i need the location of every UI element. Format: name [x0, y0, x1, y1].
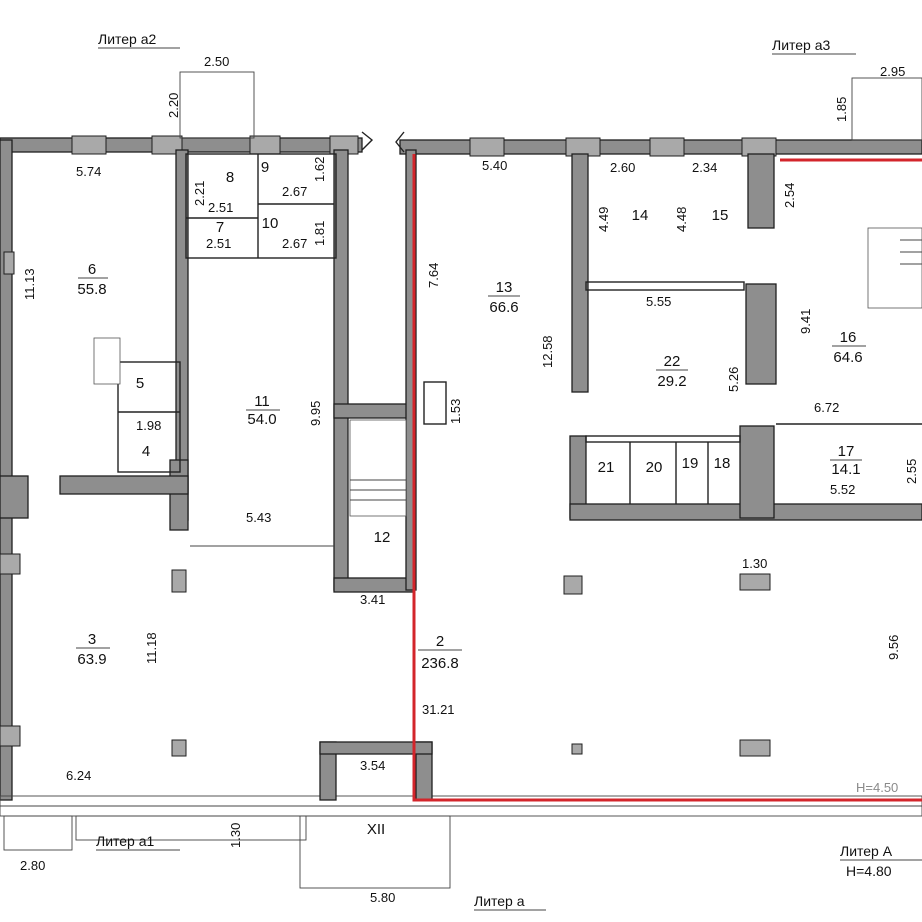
dim-label: 5.80	[370, 890, 395, 905]
wall-15-16-top	[747, 153, 775, 229]
room-area: 54.0	[247, 411, 276, 428]
liter-a2-label: Литер а2	[98, 31, 157, 47]
dim-label: 4.49	[596, 207, 611, 232]
dim-label: 2.20	[166, 93, 181, 118]
dim-label: 1.98	[136, 418, 161, 433]
dim-label: 31.21	[422, 702, 455, 717]
room-area: 66.6	[489, 299, 518, 316]
room-number: 12	[374, 529, 391, 546]
room-number: 5	[136, 375, 144, 392]
dim-label: 2.54	[782, 183, 797, 208]
room-number: 10	[262, 215, 279, 232]
liter-a3-label: Литер а3	[772, 37, 831, 53]
liter-a-label: Литер а	[474, 893, 525, 909]
wall-13-14	[571, 153, 589, 393]
dim-label: 2.51	[206, 236, 231, 251]
room-area: 14.1	[831, 461, 860, 478]
room-number: 8	[226, 169, 234, 186]
dim-label: 1.30	[228, 823, 243, 848]
dimension-labels: 2.50 2.20 5.74 11.13 2.21 2.51 2.67 1.62…	[20, 54, 919, 905]
dim-label: 9.41	[798, 309, 813, 334]
highlight-boundary	[412, 154, 922, 802]
room-area: 64.6	[833, 349, 862, 366]
dim-label: 11.18	[144, 632, 159, 664]
room-number: 9	[261, 159, 269, 176]
room-number: 17	[838, 443, 855, 460]
dim-label: 1.85	[834, 97, 849, 122]
dim-label: 2.34	[692, 160, 717, 175]
dim-label: 1.62	[312, 157, 327, 182]
room-number: 13	[496, 279, 513, 296]
dim-label: 4.48	[674, 207, 689, 232]
room-number: 4	[142, 443, 150, 460]
dim-label: 2.67	[282, 184, 307, 199]
dim-label: 1.30	[742, 556, 767, 571]
dim-label: 5.55	[646, 294, 671, 309]
dim-label: 3.41	[360, 592, 385, 607]
room-number: 11	[254, 393, 270, 410]
dim-label: 7.64	[426, 263, 441, 288]
wall-break-right	[395, 131, 405, 153]
dim-label: 5.26	[726, 367, 741, 392]
south-wall	[0, 795, 922, 817]
liter-labels: Литер а2 Литер а3 Литер а1 Литер а Литер…	[96, 31, 922, 911]
dim-label: 2.50	[204, 54, 229, 69]
room-number: 15	[712, 207, 729, 224]
liter-A-label: Литер А	[840, 843, 893, 859]
height-faint-label: H=4.50	[856, 780, 898, 795]
dim-label: 9.56	[886, 635, 901, 660]
room-area: 236.8	[421, 655, 459, 672]
dim-label: 11.13	[22, 268, 37, 300]
dim-label: 2.51	[208, 200, 233, 215]
room-area: 55.8	[77, 281, 106, 298]
dim-label: 12.58	[540, 335, 555, 368]
dim-label: 5.43	[246, 510, 271, 525]
room-number: 16	[840, 329, 857, 346]
room-number: 6	[88, 261, 96, 278]
wall-break-left	[361, 131, 374, 151]
west-wall	[0, 139, 13, 801]
walls	[0, 71, 922, 889]
dim-label: 5.40	[482, 158, 507, 173]
dim-label: 2.55	[904, 459, 919, 484]
room-number: 14	[632, 207, 649, 224]
room-number: 20	[646, 459, 663, 476]
room-area: 29.2	[657, 373, 686, 390]
dim-label: 2.80	[20, 858, 45, 873]
room-number: 22	[664, 353, 681, 370]
room-number: 19	[682, 455, 699, 472]
dim-label: 1.53	[448, 399, 463, 424]
room-number: 21	[598, 459, 615, 476]
dim-label: 2.21	[192, 181, 207, 206]
height-main-label: H=4.80	[846, 863, 892, 879]
room-labels: 6 55.8 8 9 7 10 5 4 11 54.0 3 63.9 12 13…	[76, 159, 866, 838]
dim-label: 6.72	[814, 400, 839, 415]
dim-label: 9.95	[308, 401, 323, 426]
dim-label: 2.60	[610, 160, 635, 175]
room-number: 2	[436, 633, 444, 650]
dim-label: 3.54	[360, 758, 385, 773]
room-number: 18	[714, 455, 731, 472]
dim-label: 5.74	[76, 164, 101, 179]
dim-label: 5.52	[830, 482, 855, 497]
room-number: 7	[216, 219, 224, 236]
room-number: 3	[88, 631, 96, 648]
liter-a1-label: Литер а1	[96, 833, 155, 849]
dim-label: 1.81	[312, 221, 327, 246]
dim-label: 6.24	[66, 768, 91, 783]
room-area: 63.9	[77, 651, 106, 668]
dim-label: 2.95	[880, 64, 905, 79]
room-number: XII	[367, 821, 385, 838]
dim-label: 2.67	[282, 236, 307, 251]
